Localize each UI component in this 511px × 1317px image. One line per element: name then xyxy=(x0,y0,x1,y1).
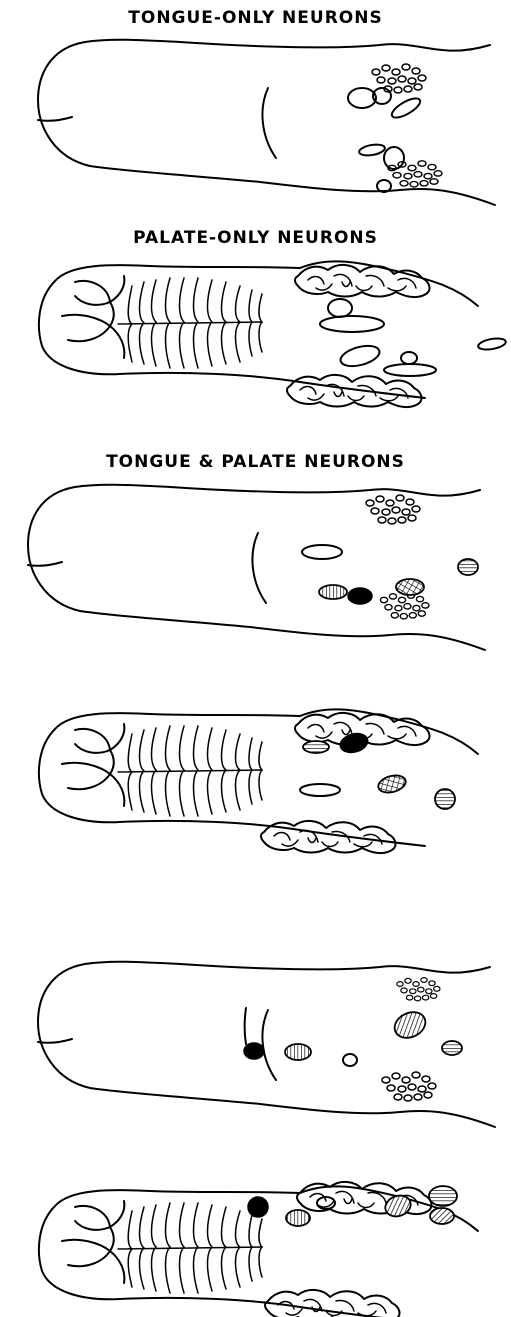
neuron-filled xyxy=(338,731,370,756)
neuron-open xyxy=(358,143,385,157)
neuron-open xyxy=(338,342,381,370)
neuron-crosshatch xyxy=(396,579,424,595)
neuron-open xyxy=(343,1054,357,1066)
neuron-open xyxy=(401,352,417,364)
neuron-horizontal-hatch xyxy=(458,559,478,575)
neuron-horizontal-hatch xyxy=(435,789,455,809)
panel-tongue-palate-tongue xyxy=(28,485,485,650)
molar-row-upper xyxy=(297,1182,431,1214)
neuron-cluster xyxy=(380,593,429,619)
panel-tongue-only-tongue xyxy=(38,40,495,205)
neuron-diagonal-hatch xyxy=(430,1208,454,1224)
neuron-cluster xyxy=(397,978,440,1001)
neuron-horizontal-hatch xyxy=(442,1041,462,1055)
neuron-open xyxy=(328,299,352,317)
molar-row-lower xyxy=(261,821,395,853)
neuron-open xyxy=(300,784,340,796)
molar-row-lower xyxy=(287,375,421,407)
sulcus-line xyxy=(245,1008,247,1044)
neuron-open xyxy=(302,545,342,559)
neuron-horizontal-hatch xyxy=(303,741,329,753)
neuron-open xyxy=(384,364,436,376)
neuron-cluster xyxy=(388,161,442,187)
neuron-open xyxy=(348,88,376,108)
neuron-vertical-hatch xyxy=(286,1210,310,1226)
neuron-diagonal-hatch xyxy=(390,1007,429,1042)
panel-tongue-palate-palate-2 xyxy=(39,1182,478,1317)
panel-tongue-palate-palate xyxy=(39,709,478,853)
neuron-cluster xyxy=(366,495,420,524)
neuron-vertical-hatch xyxy=(319,585,347,599)
neuron-cluster xyxy=(382,1072,436,1101)
neuron-vertical-hatch xyxy=(285,1044,311,1060)
neuron-horizontal-hatch xyxy=(429,1186,457,1206)
panel-tongue-palate-tongue-2 xyxy=(38,962,495,1127)
panel-palate-only-palate xyxy=(39,261,507,407)
neuron-open xyxy=(320,316,384,332)
neuron-crosshatch xyxy=(376,773,407,796)
molar-row-upper xyxy=(295,265,429,297)
neuron-filled xyxy=(348,588,372,604)
neuron-open xyxy=(477,337,506,352)
neuron-filled xyxy=(248,1197,268,1217)
neuron-filled xyxy=(244,1043,264,1059)
molar-row-lower xyxy=(265,1290,399,1317)
neuron-open xyxy=(389,95,423,121)
